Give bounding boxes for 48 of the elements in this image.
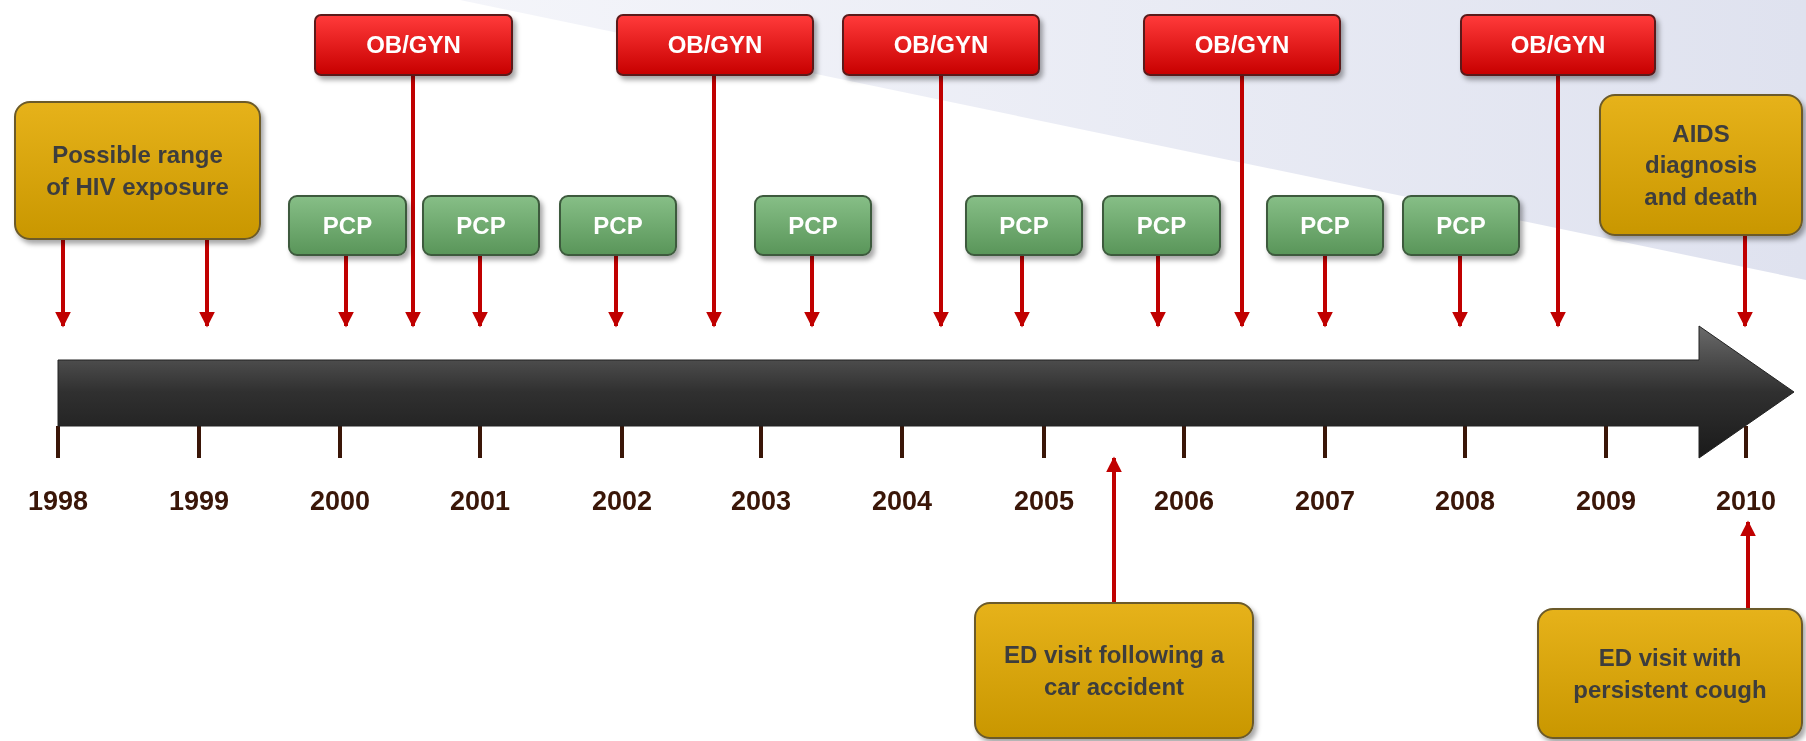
arrow <box>1317 256 1333 328</box>
year-label: 2005 <box>1012 486 1076 517</box>
arrow <box>338 256 354 328</box>
arrow <box>55 240 71 328</box>
event-box: PCP <box>965 195 1083 256</box>
arrow <box>706 76 722 328</box>
year-label: 2003 <box>729 486 793 517</box>
arrow <box>1014 256 1030 328</box>
arrow <box>1550 76 1566 328</box>
arrow <box>1234 76 1250 328</box>
year-label: 2009 <box>1574 486 1638 517</box>
event-box: ED visit with persistent cough <box>1537 608 1803 739</box>
year-label: 2002 <box>590 486 654 517</box>
event-box: Possible range of HIV exposure <box>14 101 261 240</box>
arrow <box>1106 456 1122 602</box>
event-box: PCP <box>422 195 540 256</box>
event-box: PCP <box>559 195 677 256</box>
year-label: 1998 <box>26 486 90 517</box>
event-box: PCP <box>1266 195 1384 256</box>
year-label: 1999 <box>167 486 231 517</box>
year-label: 2008 <box>1433 486 1497 517</box>
event-box: AIDS diagnosis and death <box>1599 94 1803 236</box>
arrow <box>1452 256 1468 328</box>
arrow <box>608 256 624 328</box>
arrow <box>1150 256 1166 328</box>
year-label: 2006 <box>1152 486 1216 517</box>
event-box: OB/GYN <box>1460 14 1656 76</box>
year-label: 2010 <box>1696 486 1796 517</box>
event-box: OB/GYN <box>314 14 513 76</box>
arrow <box>199 240 215 328</box>
event-box: OB/GYN <box>842 14 1040 76</box>
arrow <box>472 256 488 328</box>
year-label: 2000 <box>308 486 372 517</box>
year-label: 2004 <box>870 486 934 517</box>
event-box: OB/GYN <box>1143 14 1341 76</box>
arrow <box>1740 520 1756 608</box>
year-label: 2001 <box>448 486 512 517</box>
event-box: ED visit following a car accident <box>974 602 1254 739</box>
arrow <box>405 76 421 328</box>
event-box: PCP <box>288 195 407 256</box>
year-label: 2007 <box>1293 486 1357 517</box>
arrow <box>1737 236 1753 328</box>
event-box: PCP <box>1402 195 1520 256</box>
event-box: PCP <box>1102 195 1221 256</box>
event-box: PCP <box>754 195 872 256</box>
arrow <box>804 256 820 328</box>
event-box: OB/GYN <box>616 14 814 76</box>
arrow <box>933 76 949 328</box>
